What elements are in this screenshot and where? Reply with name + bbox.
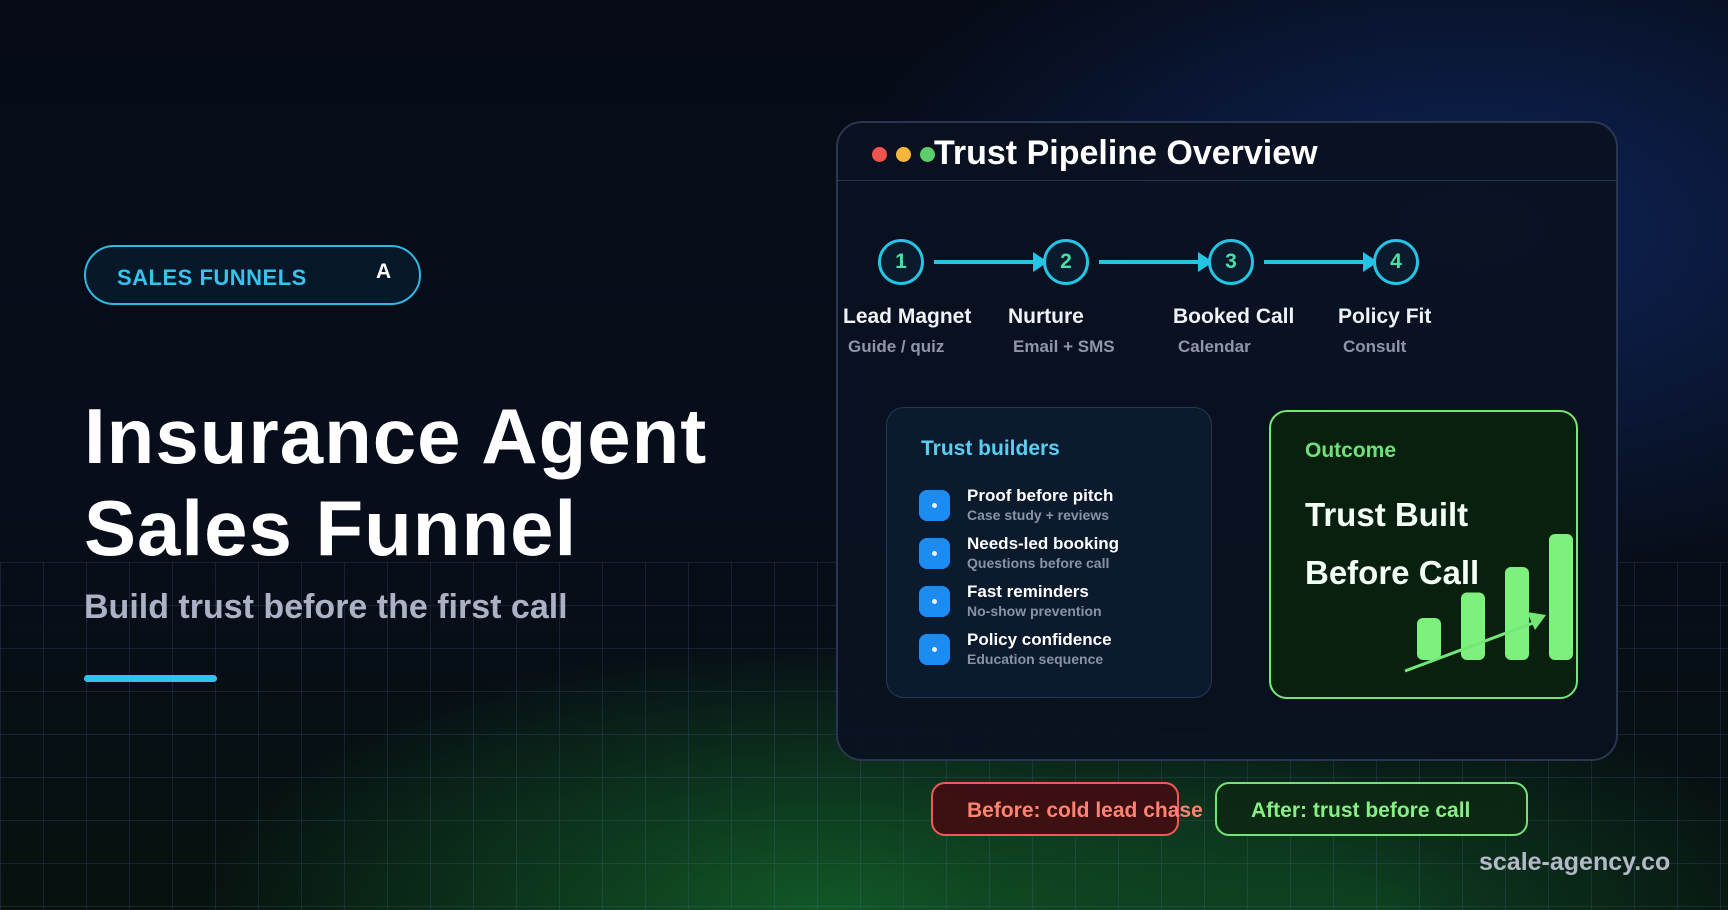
outcome-label: Outcome (1305, 439, 1397, 462)
list-item: Policy confidence Education sequence (919, 630, 1199, 674)
list-item-title: Policy confidence (967, 630, 1112, 649)
step-sub-3: Calendar (1178, 337, 1251, 356)
list-item: Needs-led booking Questions before call (919, 534, 1199, 578)
accent-underline (84, 675, 217, 682)
outcome-card: Outcome Trust Built Before Call (1269, 410, 1578, 699)
before-badge: Before: cold lead chase (931, 782, 1203, 836)
list-item-sub: No-show prevention (967, 603, 1102, 619)
outcome-headline: Trust Built Before Call (1305, 486, 1479, 602)
close-dot-icon[interactable] (872, 147, 887, 162)
step-sub-4: Consult (1343, 337, 1407, 356)
step-arrow-icon (1264, 252, 1378, 272)
check-badge-icon (919, 490, 950, 521)
list-item-sub: Questions before call (967, 555, 1110, 571)
after-badge: After: trust before call (1215, 782, 1528, 836)
site-url: scale-agency.co (1479, 848, 1671, 876)
step-number-4: 4 (1373, 239, 1419, 285)
step-label-3: Booked Call (1173, 305, 1295, 328)
list-item: Proof before pitch Case study + reviews (919, 486, 1199, 530)
list-item: Fast reminders No-show prevention (919, 582, 1199, 626)
window-title: Trust Pipeline Overview (934, 134, 1318, 172)
step-number-2: 2 (1043, 239, 1089, 285)
step-arrow-icon (934, 252, 1048, 272)
pipeline-window: Trust Pipeline Overview 1 2 3 4 Lead Mag… (836, 121, 1618, 761)
list-item-title: Needs-led booking (967, 534, 1120, 553)
check-badge-icon (919, 586, 950, 617)
trend-line (1404, 618, 1542, 673)
page-title: Insurance Agent Sales Funnel (84, 390, 707, 574)
outcome-line-2: Before Call (1305, 554, 1480, 591)
trust-builders-title: Trust builders (921, 437, 1060, 460)
step-sub-2: Email + SMS (1013, 337, 1115, 356)
step-arrow-icon (1099, 252, 1213, 272)
list-item-sub: Case study + reviews (967, 507, 1110, 523)
step-label-4: Policy Fit (1338, 305, 1432, 328)
badge-letter-icon: A (376, 260, 392, 283)
step-label-2: Nurture (1008, 305, 1084, 328)
list-item-title: Fast reminders (967, 582, 1089, 601)
trend-arrowhead-icon (1527, 612, 1546, 630)
growth-bar (1549, 534, 1573, 660)
title-line-1: Insurance Agent (84, 392, 708, 480)
maximize-dot-icon[interactable] (920, 147, 935, 162)
outcome-line-1: Trust Built (1305, 496, 1469, 533)
badge-label: SALES FUNNELS (117, 265, 307, 290)
growth-bar (1417, 618, 1441, 660)
growth-chart-icon (1404, 534, 1573, 673)
after-badge-text: After: trust before call (1251, 799, 1471, 822)
window-titlebar: Trust Pipeline Overview (838, 123, 1616, 181)
category-badge: SALES FUNNELS A (84, 245, 421, 305)
title-line-2: Sales Funnel (84, 484, 578, 572)
page-subtitle: Build trust before the first call (84, 588, 568, 626)
minimize-dot-icon[interactable] (896, 147, 911, 162)
check-badge-icon (919, 538, 950, 569)
list-item-sub: Education sequence (967, 651, 1104, 667)
growth-bar (1505, 567, 1529, 660)
trust-builders-card: Trust builders Proof before pitch Case s… (886, 407, 1212, 698)
step-number-1: 1 (878, 239, 924, 285)
step-number-3: 3 (1208, 239, 1254, 285)
step-sub-1: Guide / quiz (848, 337, 945, 356)
before-badge-text: Before: cold lead chase (967, 799, 1203, 822)
step-label-1: Lead Magnet (843, 305, 972, 328)
list-item-title: Proof before pitch (967, 486, 1114, 505)
check-badge-icon (919, 634, 950, 665)
